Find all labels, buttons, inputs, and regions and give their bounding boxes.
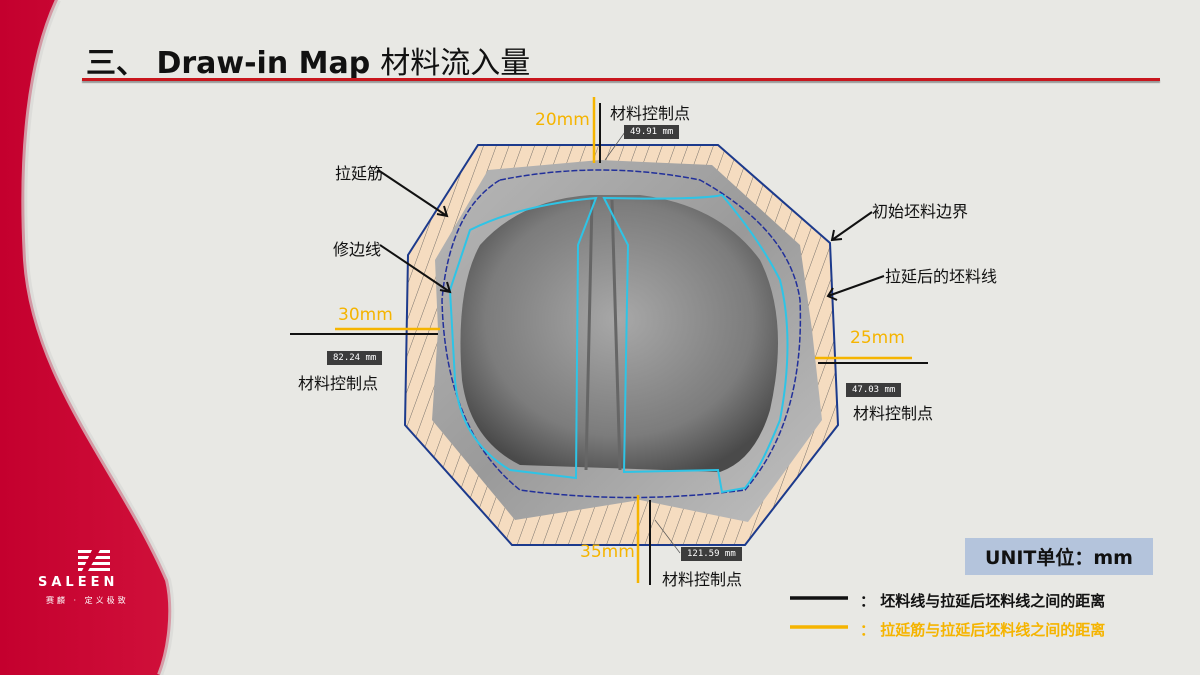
control-point-label-right: 材料控制点 <box>853 404 934 423</box>
title-underline <box>82 78 1160 81</box>
draw-in-map-diagram <box>403 144 840 546</box>
callout-initial-blank: 初始坯料边界 <box>872 202 969 221</box>
callout-drawn-blank-line: 拉延后的坯料线 <box>885 267 998 286</box>
stamped-part <box>460 195 778 472</box>
callout-draw-bead: 拉延筋 <box>335 164 384 183</box>
measure-tag-top: 49.91 mm <box>624 125 680 139</box>
bead-distance-bottom: 35mm <box>580 542 635 562</box>
measure-tag-bottom: 121.59 mm <box>681 547 742 561</box>
measure-tag-right: 47.03 mm <box>846 383 902 397</box>
bead-distance-right: 25mm <box>850 328 905 348</box>
bead-distance-left: 30mm <box>338 305 393 325</box>
callout-arrows <box>377 169 885 301</box>
legend-item-black: ： 坯料线与拉延后坯料线之间的距离 <box>860 592 1106 610</box>
measurement-lines <box>290 97 928 585</box>
callout-trim-line: 修边线 <box>333 240 382 259</box>
measure-tag-left: 82.24 mm <box>327 351 383 365</box>
logo-slogan: 赛麟 · 定义极致 <box>46 596 129 605</box>
unit-badge: UNIT单位：mm <box>965 538 1153 575</box>
logo-wordmark: SALEEN <box>38 575 119 590</box>
saleen-logo-icon <box>78 550 110 571</box>
trim-line <box>448 193 789 494</box>
control-point-label-top: 材料控制点 <box>610 104 691 123</box>
control-point-label-bottom: 材料控制点 <box>662 570 743 589</box>
drawn-blank-line <box>441 169 802 499</box>
control-point-label-left: 材料控制点 <box>298 374 379 393</box>
bead-distance-top: 20mm <box>535 110 590 130</box>
red-side-band <box>0 0 172 675</box>
legend-item-orange: ： 拉延筋与拉延后坯料线之间的距离 <box>860 621 1106 639</box>
